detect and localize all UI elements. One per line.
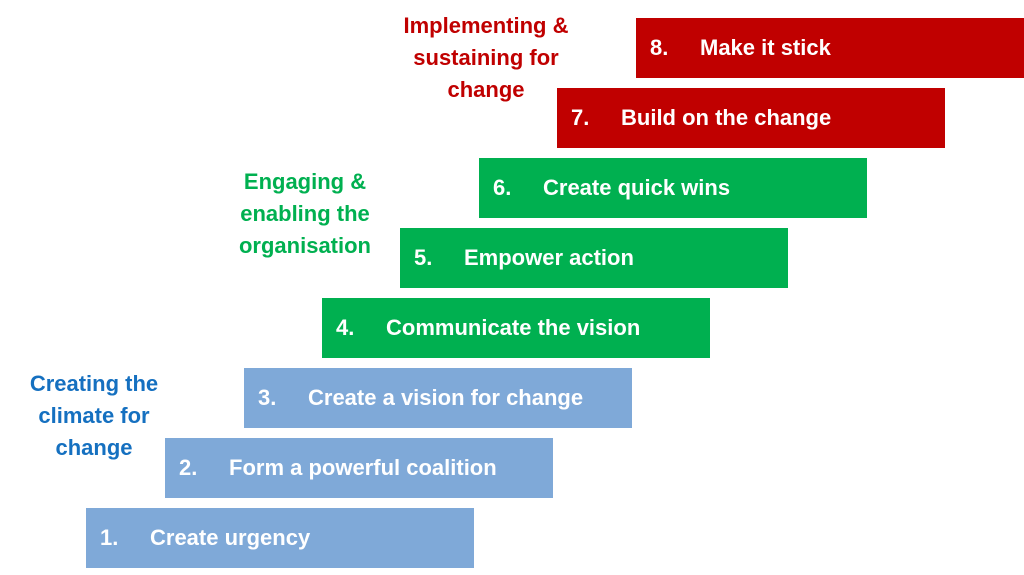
phase-label-implementing-sustaining: Implementing & sustaining for change [403, 13, 569, 102]
step-2-block: 2. Form a powerful coalition [165, 438, 553, 498]
step-number: 6. [493, 175, 512, 200]
step-label: Create quick wins [543, 175, 731, 200]
step-4-block: 4. Communicate the vision [322, 298, 710, 358]
step-label: Build on the change [621, 105, 832, 130]
step-number: 1. [100, 525, 119, 550]
step-8-block: 8. Make it stick [636, 18, 1024, 78]
phase-label-engaging-enabling: Engaging & enabling the organisation [238, 169, 371, 258]
step-label: Communicate the vision [386, 315, 641, 340]
step-label: Create urgency [150, 525, 311, 550]
step-number: 8. [650, 35, 669, 60]
step-5-block: 5. Empower action [400, 228, 788, 288]
step-number: 3. [258, 385, 277, 410]
step-3-block: 3. Create a vision for change [244, 368, 632, 428]
step-number: 7. [571, 105, 590, 130]
step-label: Form a powerful coalition [229, 455, 497, 480]
step-1-block: 1. Create urgency [86, 508, 474, 568]
step-number: 4. [336, 315, 355, 340]
step-number: 5. [414, 245, 433, 270]
step-label: Create a vision for change [308, 385, 584, 410]
step-number: 2. [179, 455, 198, 480]
step-6-block: 6. Create quick wins [479, 158, 867, 218]
phase-label-creating-climate: Creating the climate for change [29, 371, 159, 460]
step-7-block: 7. Build on the change [557, 88, 945, 148]
step-label: Empower action [464, 245, 634, 270]
step-label: Make it stick [700, 35, 831, 60]
